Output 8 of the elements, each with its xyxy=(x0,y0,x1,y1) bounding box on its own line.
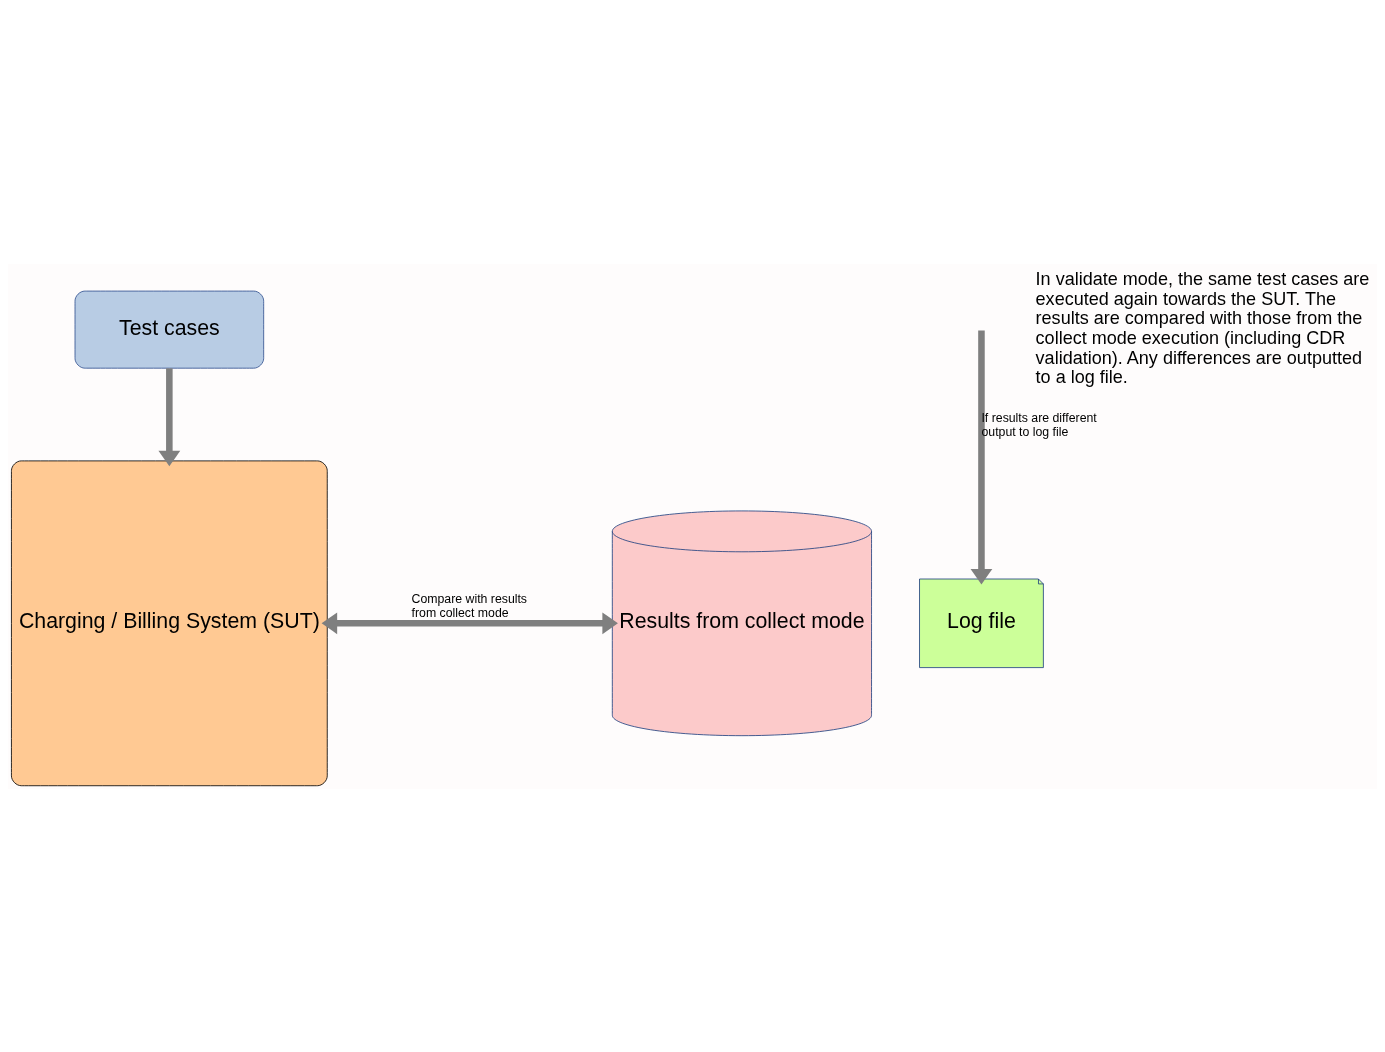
label: In validate mode, the same test cases are executed again towards the SUT. The results are compared with those from the collect mode execution (including CDR validation). Any differences are outputted to a log file. xyxy=(1035,268,1370,387)
edge-label: If results are different output to log file xyxy=(981,410,1097,439)
edge-label: Compare with results from collect mode xyxy=(411,591,528,620)
arrow xyxy=(321,611,618,634)
arrow xyxy=(970,330,993,584)
arrow xyxy=(158,367,181,466)
node-box: Test cases xyxy=(74,290,265,369)
node-box: Charging / Billing System (SUT) xyxy=(11,459,328,786)
